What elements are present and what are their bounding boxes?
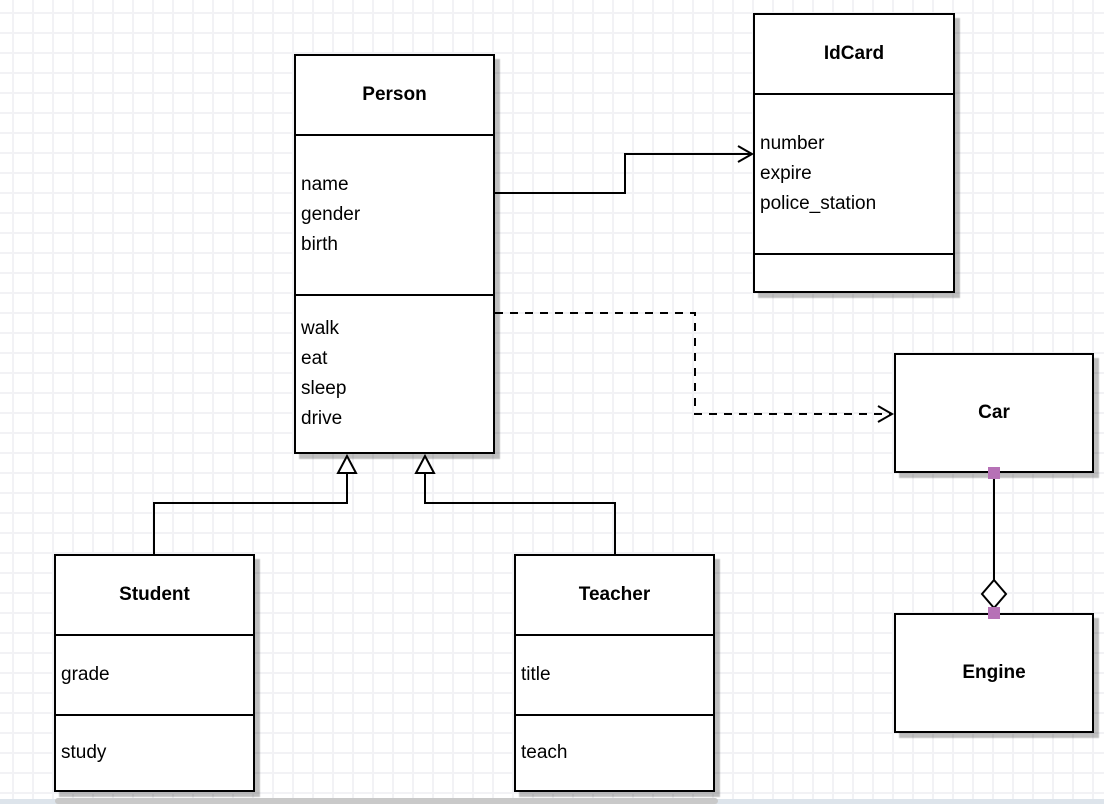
attribute: grade [61, 664, 110, 685]
hollow-triangle-icon [336, 453, 358, 474]
attribute: birth [301, 234, 338, 255]
method: walk [301, 318, 340, 339]
class-title-engine: Engine [962, 662, 1026, 683]
attribute: gender [301, 204, 361, 225]
class-box-teacher[interactable]: Teacher title teach [514, 554, 715, 792]
class-box-person[interactable]: Person name gender birth walk eat sleep … [294, 54, 495, 454]
open-arrow-icon [877, 405, 895, 423]
method: eat [301, 348, 328, 369]
class-title-student: Student [56, 556, 253, 636]
attributes-person: name gender birth [296, 136, 493, 296]
attribute: police_station [760, 193, 877, 214]
methods-idcard-empty [755, 255, 953, 291]
method: sleep [301, 378, 347, 399]
hollow-diamond-icon [980, 578, 1008, 610]
attribute: expire [760, 163, 812, 184]
edge-car-engine[interactable] [980, 473, 1008, 610]
attributes-teacher: title [516, 636, 713, 716]
hollow-triangle-icon [414, 453, 436, 474]
horizontal-scrollbar-thumb[interactable] [55, 798, 718, 804]
attribute: name [301, 174, 349, 195]
class-title-car: Car [978, 402, 1010, 423]
attribute: title [521, 664, 551, 685]
class-box-engine[interactable]: Engine [894, 613, 1094, 733]
attributes-student: grade [56, 636, 253, 716]
edge-teacher-person[interactable] [414, 453, 616, 554]
class-box-student[interactable]: Student grade study [54, 554, 255, 792]
attributes-idcard: number expire police_station [755, 95, 953, 255]
attribute: number [760, 133, 825, 154]
methods-student: study [56, 716, 253, 790]
method: drive [301, 408, 343, 429]
class-title-teacher: Teacher [516, 556, 713, 636]
edge-person-car[interactable] [495, 312, 895, 423]
class-title-person: Person [296, 56, 493, 136]
class-box-car[interactable]: Car [894, 353, 1094, 473]
methods-teacher: teach [516, 716, 713, 790]
methods-person: walk eat sleep drive [296, 296, 493, 452]
class-title-idcard: IdCard [755, 15, 953, 95]
open-arrow-icon [737, 145, 755, 163]
edge-student-person[interactable] [153, 453, 358, 554]
edge-person-idcard[interactable] [495, 145, 755, 194]
method: teach [521, 742, 568, 763]
method: study [61, 742, 107, 763]
class-box-idcard[interactable]: IdCard number expire police_station [753, 13, 955, 293]
